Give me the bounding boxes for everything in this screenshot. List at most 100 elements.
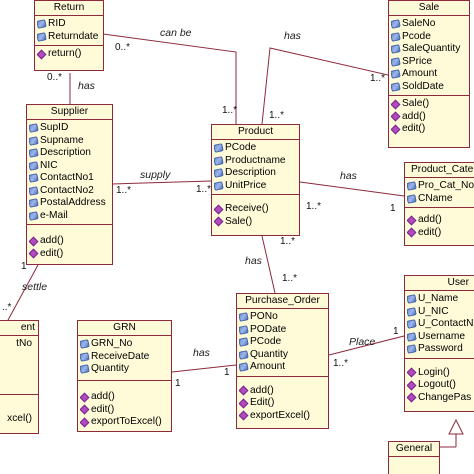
methods-section: add() edit() exportToExcel() — [78, 381, 171, 431]
attribute-icon — [29, 173, 39, 184]
method-row: add() — [391, 111, 467, 124]
method-icon — [80, 404, 90, 415]
attribute-row: SPrice — [391, 56, 467, 69]
method-row: return() — [37, 48, 101, 61]
attribute-icon — [29, 185, 39, 196]
assoc-label-return-supplier: has — [78, 80, 95, 92]
class-sale[interactable]: Sale SaleNo Pcode SaleQuantity SPrice Am… — [388, 0, 470, 148]
attribute-icon — [407, 294, 417, 305]
attribute-row: Password — [407, 343, 474, 356]
attribute-icon — [391, 81, 401, 92]
attribute-row: NIC — [29, 160, 110, 173]
attribute-icon — [29, 160, 39, 171]
attribute-row: Description — [214, 167, 297, 180]
attribute-icon — [407, 193, 417, 204]
method-row: add() — [80, 391, 169, 404]
class-title: ent — [0, 321, 38, 336]
mult-product-po: 1..* — [280, 236, 296, 247]
attribute-row: U_NIC — [407, 306, 474, 319]
class-purchase-order[interactable]: Purchase_Order PONo PODate PCode Quantit… — [236, 293, 329, 429]
attributes-section: RID Returndate — [35, 16, 103, 46]
mult-return-supplier: 0..* — [47, 72, 63, 83]
attribute-row: Returndate — [37, 31, 101, 44]
attribute-row: Description — [29, 147, 110, 160]
attribute-icon — [239, 337, 249, 348]
attributes-section: SupID Supname Description NIC ContactNo1… — [27, 120, 112, 225]
class-title: User — [405, 276, 474, 291]
attribute-row: Username — [407, 331, 474, 344]
class-user[interactable]: User U_Name U_NIC U_ContactN Username Pa… — [404, 275, 474, 412]
method-row: Sale() — [391, 98, 467, 111]
method-row: edit() — [391, 123, 467, 136]
method-icon — [214, 216, 224, 227]
method-icon — [37, 49, 47, 60]
mult-grn-end: 1 — [175, 378, 181, 389]
attribute-icon — [407, 306, 417, 317]
method-icon — [407, 380, 417, 391]
class-title: Product — [212, 125, 299, 140]
attribute-icon — [37, 19, 47, 30]
attributes-section: GRN_No ReceiveDate Quantity — [78, 336, 171, 381]
attribute-icon — [391, 56, 401, 67]
assoc-label-product-category: has — [340, 170, 357, 182]
method-icon — [214, 204, 224, 215]
attribute-icon — [37, 31, 47, 42]
attribute-icon — [214, 168, 224, 179]
attribute-icon — [391, 44, 401, 55]
method-row: edit() — [407, 227, 474, 240]
method-row: add() — [239, 385, 326, 398]
mult-product-supply: 1..* — [196, 184, 212, 195]
mult-po-user: 1..* — [333, 358, 349, 369]
method-icon — [391, 124, 401, 135]
method-icon — [407, 392, 417, 403]
method-row: Logout() — [407, 379, 474, 392]
class-title: Return — [35, 1, 103, 16]
attribute-row: PCode — [239, 336, 326, 349]
assoc-return-product — [102, 33, 237, 124]
method-icon — [29, 236, 39, 247]
attribute-icon — [80, 351, 90, 362]
class-title: Purchase_Order — [237, 294, 328, 309]
methods-section: Login() Logout() ChangePas — [405, 359, 474, 407]
attribute-row: U_ContactN — [407, 318, 474, 331]
attribute-row: PONo — [239, 311, 326, 324]
attributes-section: PONo PODate PCode Quantity Amount — [237, 309, 328, 377]
class-grn[interactable]: GRN GRN_No ReceiveDate Quantity add() ed… — [77, 320, 172, 432]
method-icon — [239, 410, 249, 421]
class-title: Product_Cate — [405, 163, 474, 178]
method-icon — [391, 99, 401, 110]
assoc-product-po — [261, 235, 276, 294]
method-icon — [80, 392, 90, 403]
assoc-sale-product — [261, 47, 389, 125]
assoc-label-sale-product: has — [284, 30, 301, 42]
assoc-product-category — [299, 181, 405, 197]
assoc-label-supply: supply — [140, 169, 171, 181]
assoc-label-grn-po: has — [193, 347, 210, 359]
class-product-category[interactable]: Product_Cate Pro_Cat_No CName add() edit… — [404, 162, 474, 246]
attribute-row: e-Mail — [29, 210, 110, 223]
attribute-row: Productname — [214, 155, 297, 168]
class-product[interactable]: Product PCode Productname Description Un… — [211, 124, 300, 236]
method-icon — [407, 227, 417, 238]
attribute-icon — [239, 362, 249, 373]
attributes-section: Pro_Cat_No CName — [405, 178, 474, 208]
method-icon — [391, 111, 401, 122]
class-partial-left[interactable]: ent tNo xcel() — [0, 320, 39, 434]
mult-product-cat: 1..* — [306, 201, 322, 212]
method-row: edit() — [80, 404, 169, 417]
method-row: exportExcel() — [239, 410, 326, 423]
methods-section: return() — [35, 46, 103, 63]
class-supplier[interactable]: Supplier SupID Supname Description NIC C… — [26, 104, 113, 265]
attributes-section: U_Name U_NIC U_ContactN Username Passwor… — [405, 291, 474, 359]
mult-user-po: 1 — [393, 326, 399, 337]
attribute-icon — [214, 180, 224, 191]
methods-section: Receive() Sale() — [212, 195, 299, 230]
method-icon — [239, 385, 249, 396]
attribute-row: ContactNo2 — [29, 185, 110, 198]
method-row: xcel() — [7, 413, 32, 424]
class-return[interactable]: Return RID Returndate return() — [34, 0, 104, 71]
class-general[interactable]: General — [388, 441, 440, 474]
method-row: add() — [29, 235, 110, 248]
methods-section: add() edit() — [27, 225, 112, 262]
